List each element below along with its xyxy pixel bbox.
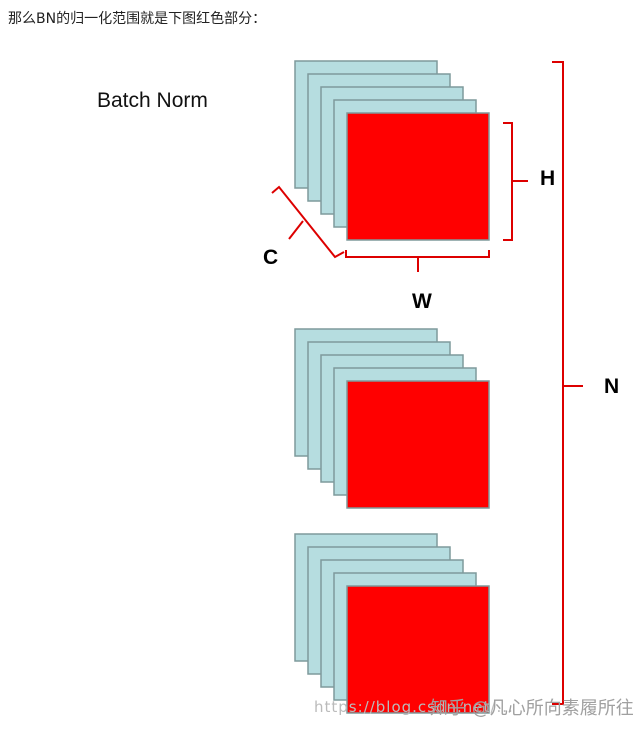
w-label: W xyxy=(412,290,432,313)
sample-stack xyxy=(294,60,490,241)
normalized-channel-sheet xyxy=(346,585,490,714)
normalized-channel-sheet xyxy=(346,112,490,241)
h-brace xyxy=(503,122,528,241)
diagram-title: Batch Norm xyxy=(97,89,208,112)
n-brace xyxy=(552,61,583,705)
c-label: C xyxy=(263,246,278,269)
w-brace xyxy=(345,250,490,272)
h-label: H xyxy=(540,167,555,190)
sample-stack xyxy=(294,533,490,714)
c-brace xyxy=(271,185,345,259)
feature-map-stacks xyxy=(294,60,490,714)
watermark-url: https://blog.csdn.net/... xyxy=(314,698,514,716)
caption-text: 那么BN的归一化范围就是下图红色部分： xyxy=(8,11,267,27)
n-label: N xyxy=(604,375,619,398)
normalized-channel-sheet xyxy=(346,380,490,509)
watermark-brand: 知乎 @凡心所向素履所往 xyxy=(430,698,634,719)
sample-stack xyxy=(294,328,490,509)
